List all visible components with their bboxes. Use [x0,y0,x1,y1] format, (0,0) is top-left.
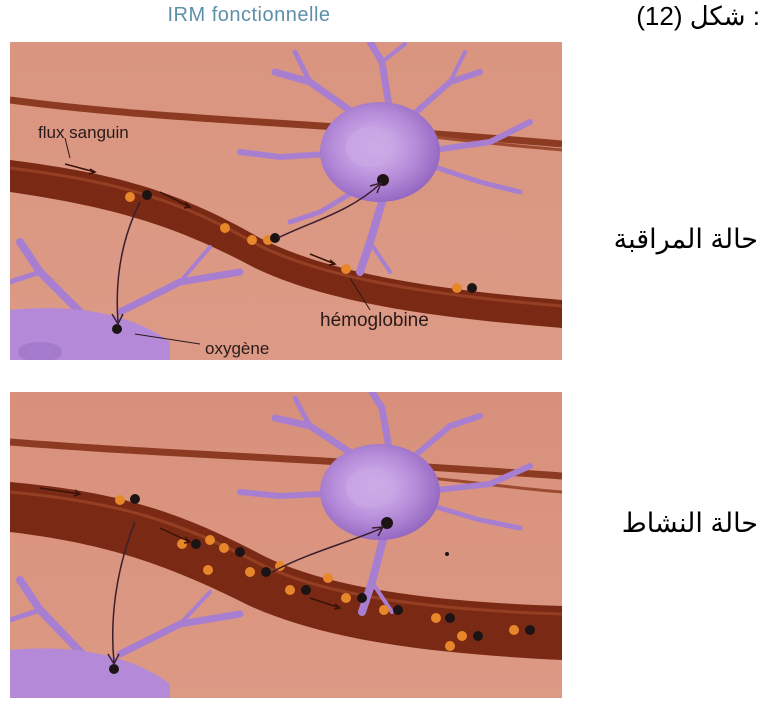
figure-title: IRM fonctionnelle [88,4,410,27]
oxygen-label: oxygène [205,339,269,358]
blood-flow-label: flux sanguin [38,123,129,142]
rest-state-illustration: flux sanguin hémoglobine oxygène [10,42,562,360]
active-state-illustration [10,392,562,698]
active-state-label: حالة النشاط [622,508,758,539]
rest-state-label: حالة المراقبة [614,224,758,255]
rest-state-panel: flux sanguin hémoglobine oxygène [10,42,562,360]
active-state-panel [10,392,562,698]
hemoglobin-label: hémoglobine [320,310,429,331]
figure-number-label: : شكل (12) [636,0,760,32]
